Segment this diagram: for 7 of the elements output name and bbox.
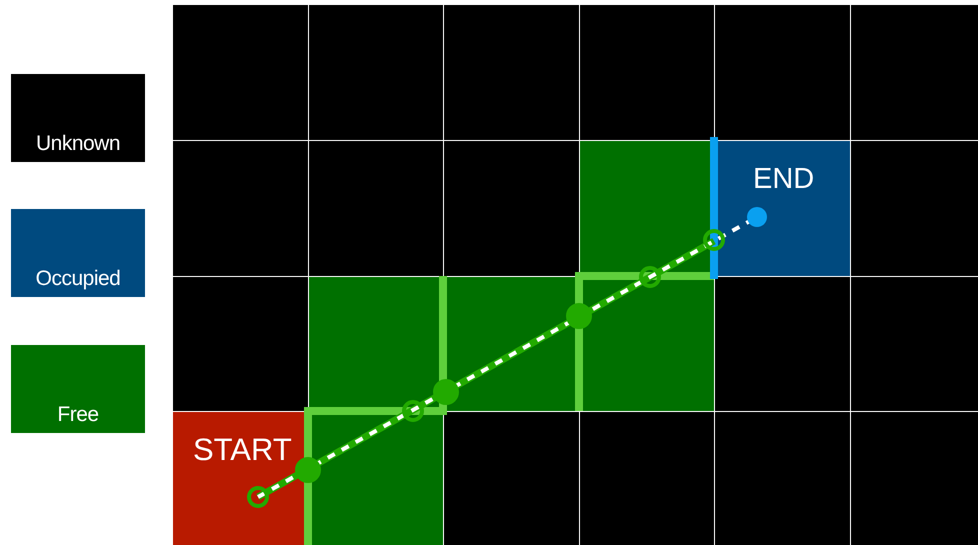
ray-line [247, 207, 767, 508]
legend-label: Unknown [34, 132, 122, 156]
cell-label: START [193, 432, 292, 468]
cell-label: END [753, 163, 814, 196]
end-cell [715, 141, 850, 276]
legend-label: Occupied [34, 267, 122, 291]
legend-label: Free [56, 403, 100, 427]
